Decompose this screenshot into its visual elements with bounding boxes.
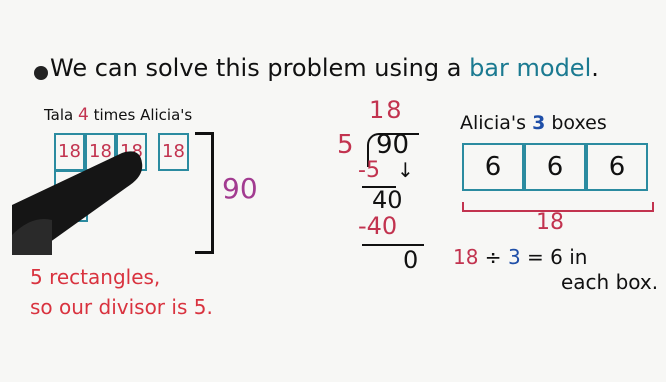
dividend: 90 xyxy=(376,130,410,160)
marker-icon xyxy=(12,151,143,255)
alicia-box-2: 6 xyxy=(524,143,586,191)
subtract-5: -5 xyxy=(358,158,380,183)
division-line-1 xyxy=(362,186,396,188)
quotient: 18 xyxy=(369,96,404,124)
each-box-text: each box. xyxy=(561,270,659,294)
alicia-box-1: 6 xyxy=(462,143,524,191)
heading-text: We can solve this problem using a bar mo… xyxy=(50,54,599,82)
bring-down-arrow-icon: ↓ xyxy=(397,158,414,182)
total-bracket xyxy=(195,132,214,254)
division-bracket xyxy=(367,133,419,167)
alicia-box-3: 6 xyxy=(586,143,648,191)
conclusion-text: 5 rectangles, so our divisor is 5. xyxy=(30,265,213,319)
divisor: 5 xyxy=(337,130,354,160)
bullet-dot xyxy=(34,66,48,80)
remainder: 0 xyxy=(403,246,419,274)
bar-model-text: bar model xyxy=(469,54,592,82)
alicia-label: Alicia's 3 boxes xyxy=(460,112,607,134)
subtract-40: -40 xyxy=(358,212,398,240)
tala-label: Tala 4 times Alicia's xyxy=(44,105,193,125)
alicia-brace xyxy=(462,202,654,212)
equation: 18 ÷ 3 = 6 in xyxy=(453,245,588,269)
partial-40: 40 xyxy=(372,186,403,214)
tala-box-4: 18 xyxy=(158,133,189,171)
alicia-total: 18 xyxy=(536,210,564,235)
total-90-label: 90 xyxy=(222,172,258,205)
division-line-2 xyxy=(362,244,424,246)
